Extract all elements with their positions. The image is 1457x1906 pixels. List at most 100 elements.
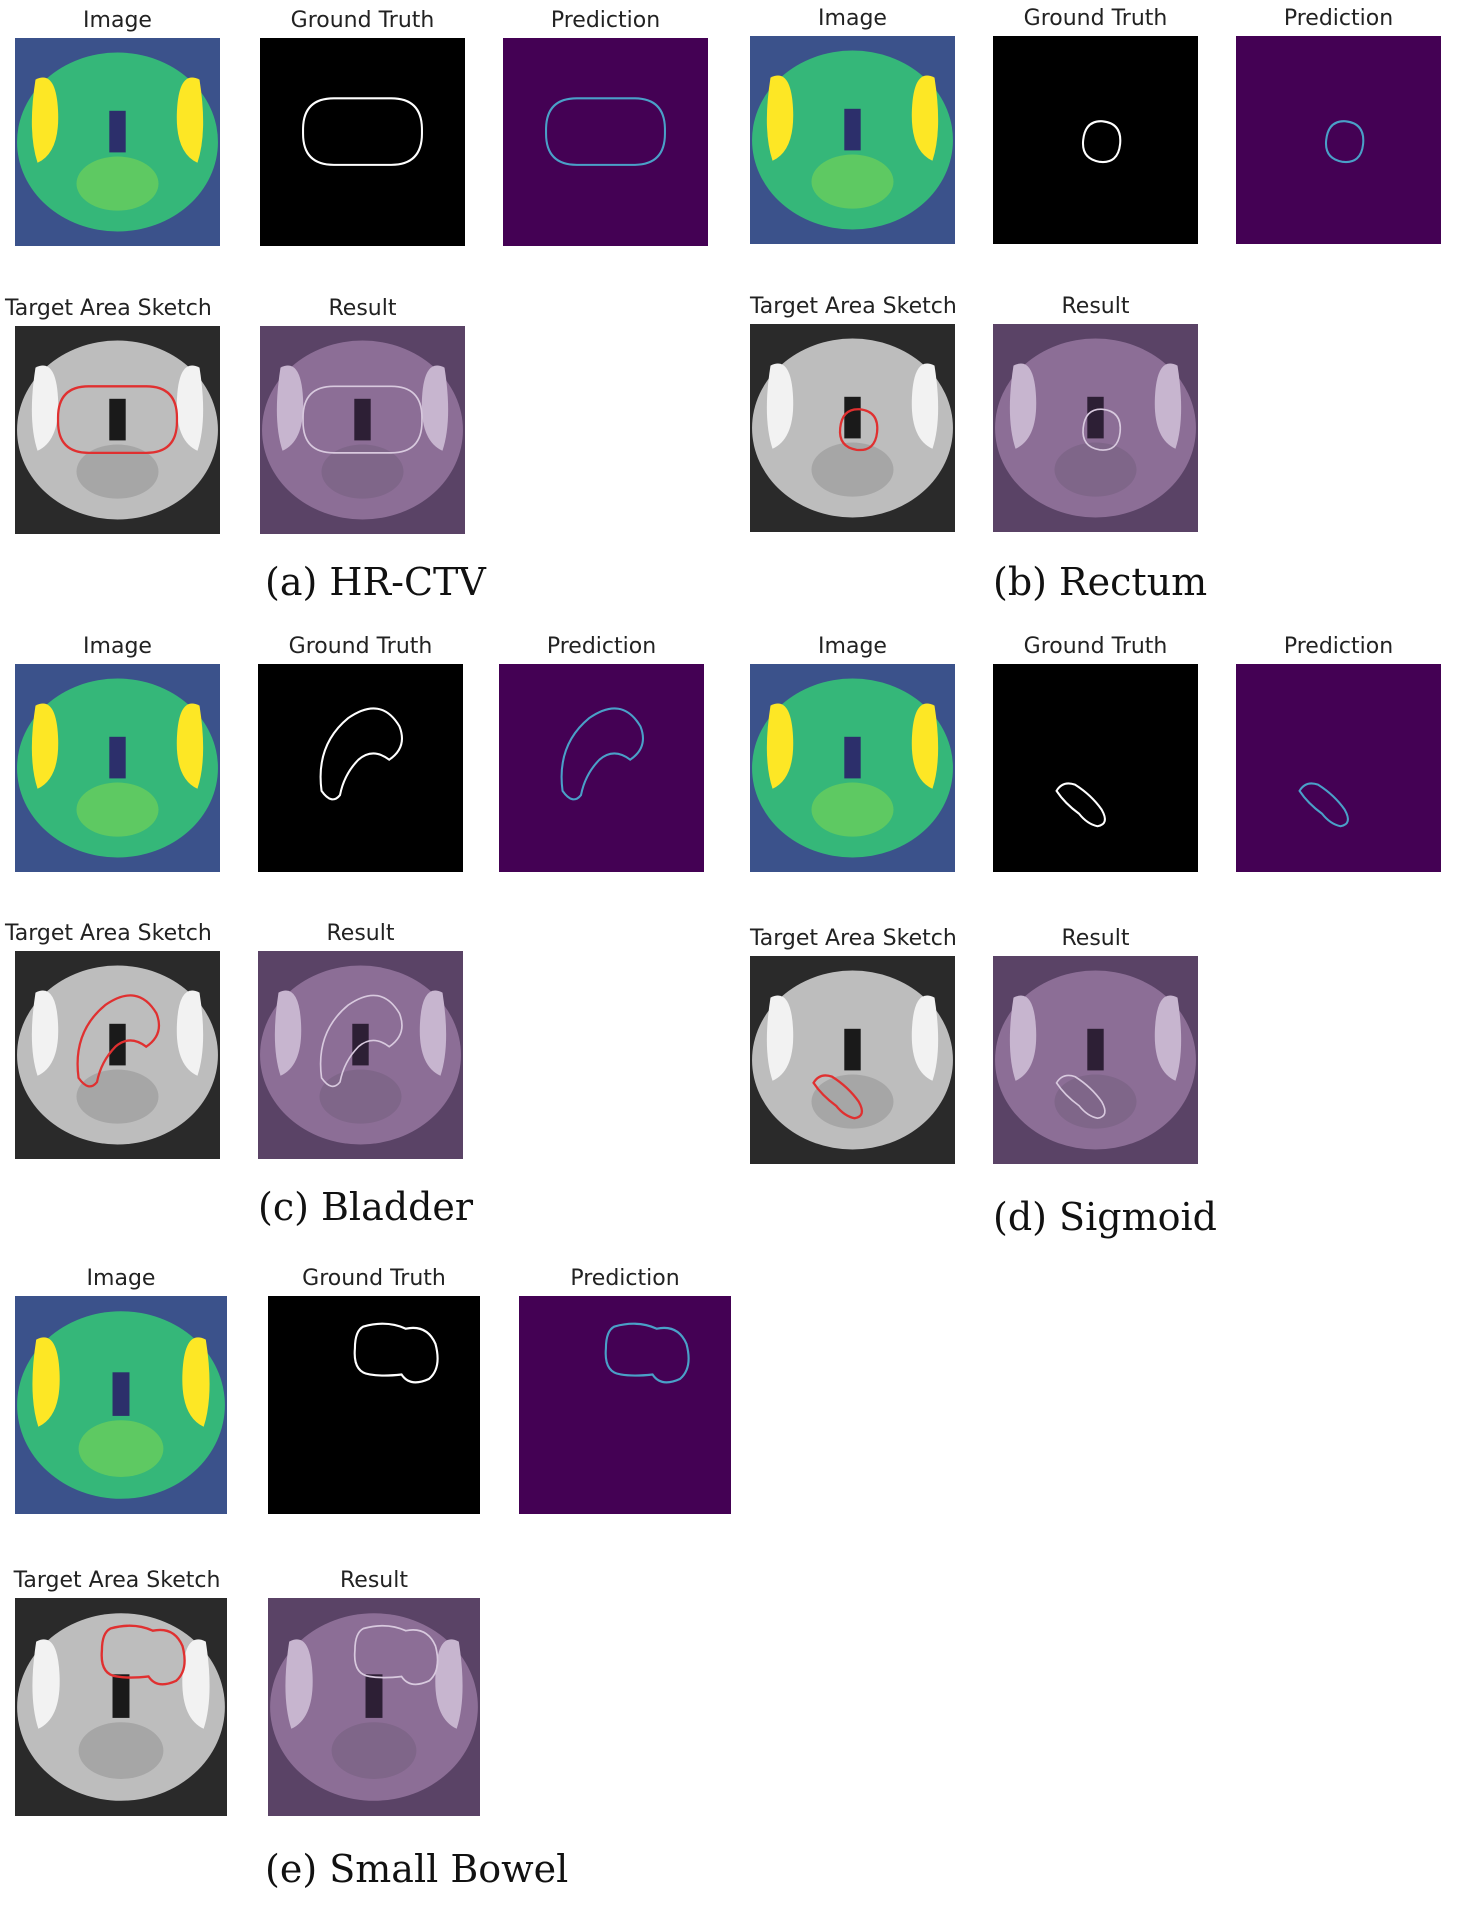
pelvis-bone-right xyxy=(176,703,204,789)
pelvis-bone-right xyxy=(911,75,939,161)
result-overlay xyxy=(993,956,1198,1164)
pelvis-bone-right xyxy=(421,365,449,451)
ground-truth-mask xyxy=(260,38,465,246)
cell-title: Target Area Sketch xyxy=(13,1568,221,1593)
pelvis-bone-right xyxy=(1154,995,1182,1081)
cell-title: Target Area Sketch xyxy=(5,296,212,321)
soft-tissue xyxy=(1054,442,1137,497)
panel-bladder: Image Ground Truth Prediction Target Are… xyxy=(0,630,720,1250)
pelvis-bone-left xyxy=(32,1337,60,1427)
cell-ground-truth: Ground Truth xyxy=(993,2,1198,244)
cell-prediction: Prediction xyxy=(1236,2,1441,244)
cell-image: Image xyxy=(750,2,955,244)
ground-truth-mask xyxy=(268,1296,480,1514)
soft-tissue xyxy=(78,1420,164,1477)
cell-image: Image xyxy=(15,4,220,246)
soft-tissue xyxy=(76,444,159,499)
prediction-contour xyxy=(545,97,666,166)
soft-tissue xyxy=(76,782,159,837)
applicator xyxy=(109,110,126,153)
pelvis-bone-right xyxy=(911,703,939,789)
prediction-mask xyxy=(503,38,708,246)
soft-tissue xyxy=(811,1074,894,1129)
prediction-contour xyxy=(560,707,644,801)
soft-tissue xyxy=(1054,1074,1137,1129)
ground-truth-mask xyxy=(993,36,1198,244)
panel-small-bowel: Image Ground Truth Prediction Target Are… xyxy=(0,1262,740,1906)
applicator xyxy=(1087,1028,1104,1071)
applicator xyxy=(844,108,861,151)
cell-title: Result xyxy=(1061,926,1130,951)
panel-rectum: Image Ground Truth Prediction Target Are… xyxy=(735,0,1457,620)
cell-result: Result xyxy=(993,922,1198,1164)
cell-title: Ground Truth xyxy=(302,1266,446,1291)
soft-tissue xyxy=(331,1722,417,1779)
overlay-contour xyxy=(302,385,423,454)
mask-background xyxy=(503,38,708,246)
mask-background xyxy=(519,1296,731,1514)
ground-truth-contour xyxy=(319,707,403,801)
soft-tissue xyxy=(811,442,894,497)
pelvis-bone-right xyxy=(435,1639,463,1729)
applicator xyxy=(354,398,371,441)
pelvis-bone-right xyxy=(911,363,939,449)
pelvis-bone-right xyxy=(419,990,447,1076)
ground-truth-contour xyxy=(353,1322,439,1384)
cell-result: Result xyxy=(993,290,1198,532)
panel-caption: (d) Sigmoid xyxy=(993,1195,1217,1239)
pelvis-bone-left xyxy=(31,365,59,451)
cell-ground-truth: Ground Truth xyxy=(268,1262,480,1514)
target-area-sketch xyxy=(15,951,220,1159)
applicator xyxy=(109,736,126,779)
cell-title: Prediction xyxy=(1283,6,1394,31)
target-contour xyxy=(812,1074,864,1120)
soft-tissue xyxy=(319,1069,402,1124)
cell-target-sketch: Target Area Sketch xyxy=(750,922,957,1164)
pelvis-bone-left xyxy=(766,995,794,1081)
overlay-contour xyxy=(1082,408,1122,451)
ct-image-viridis xyxy=(750,664,955,872)
cell-title: Image xyxy=(818,634,887,659)
cell-result: Result xyxy=(268,1564,480,1816)
cell-target-sketch: Target Area Sketch xyxy=(14,1564,227,1816)
cell-title: Target Area Sketch xyxy=(5,921,212,946)
applicator xyxy=(112,1674,130,1718)
result-overlay xyxy=(258,951,463,1159)
pelvis-bone-right xyxy=(182,1337,210,1427)
applicator xyxy=(844,736,861,779)
mask-background xyxy=(268,1296,480,1514)
overlay-contour xyxy=(319,994,403,1088)
cell-result: Result xyxy=(260,292,465,534)
panel-caption: (b) Rectum xyxy=(993,560,1208,604)
cell-title: Target Area Sketch xyxy=(750,294,957,319)
soft-tissue xyxy=(321,444,404,499)
pelvis-bone-left xyxy=(31,77,59,163)
pelvis-bone-right xyxy=(1154,363,1182,449)
ct-image-viridis xyxy=(15,38,220,246)
soft-tissue xyxy=(78,1722,164,1779)
mask-background xyxy=(499,664,704,872)
cell-title: Result xyxy=(328,296,397,321)
cell-title: Image xyxy=(83,634,152,659)
cell-title: Result xyxy=(340,1568,408,1593)
applicator xyxy=(844,396,861,439)
panel-caption: (c) Bladder xyxy=(258,1185,474,1229)
cell-title: Ground Truth xyxy=(1023,634,1168,659)
ground-truth-mask xyxy=(993,664,1198,872)
pelvis-bone-left xyxy=(31,703,59,789)
target-area-sketch xyxy=(750,324,955,532)
applicator xyxy=(109,398,126,441)
target-contour xyxy=(56,385,179,455)
cell-ground-truth: Ground Truth xyxy=(993,630,1198,872)
soft-tissue xyxy=(76,1069,159,1124)
applicator xyxy=(112,1372,130,1416)
applicator xyxy=(844,1028,861,1071)
pelvis-bone-left xyxy=(766,703,794,789)
ground-truth-contour xyxy=(302,97,423,166)
ground-truth-contour xyxy=(1055,782,1106,828)
soft-tissue xyxy=(811,154,894,209)
pelvis-bone-left xyxy=(285,1639,313,1729)
cell-ground-truth: Ground Truth xyxy=(260,4,465,246)
cell-prediction: Prediction xyxy=(519,1262,731,1514)
